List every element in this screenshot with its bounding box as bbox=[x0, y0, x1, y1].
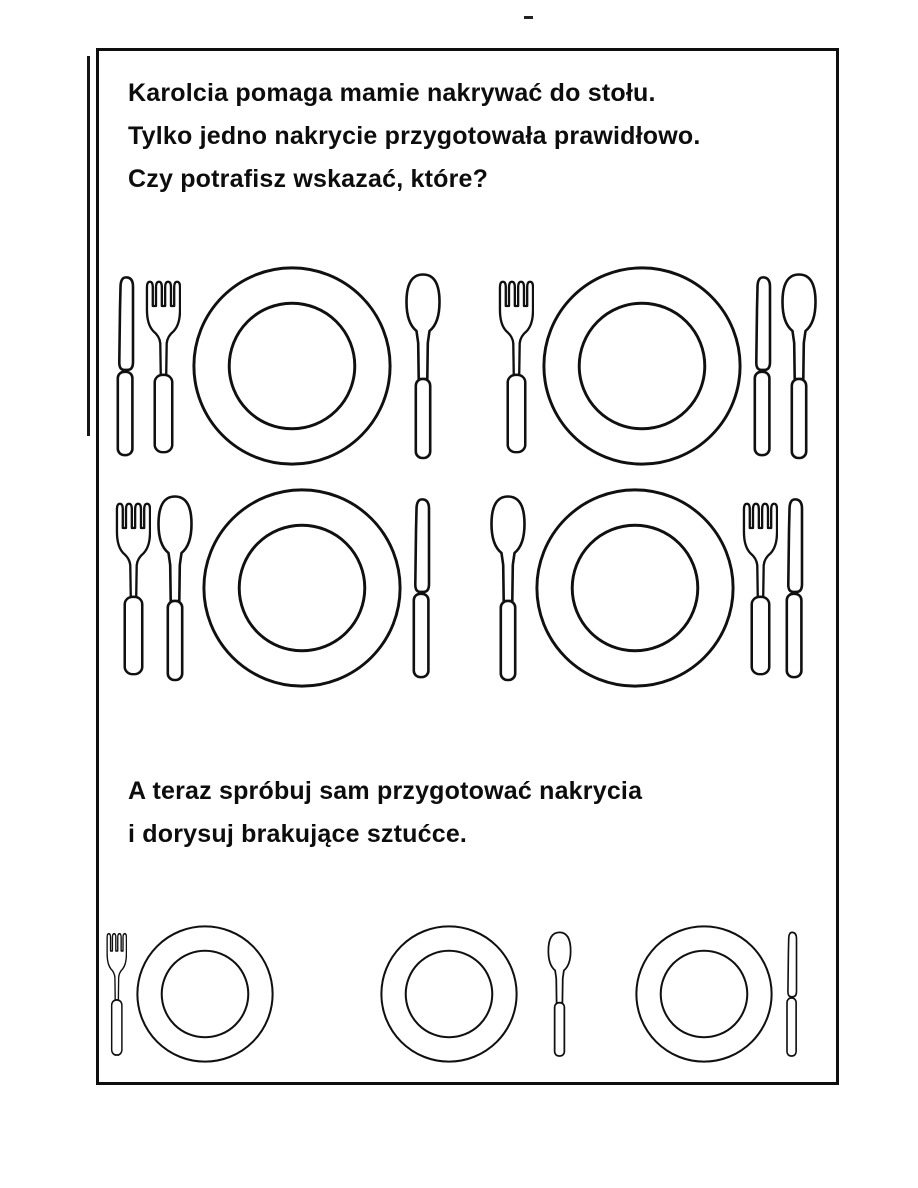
place-setting-5 bbox=[106, 923, 276, 1065]
intro-line-3: Czy potrafisz wskazać, które? bbox=[128, 165, 489, 193]
intro-line-1: Karolcia pomaga mamie nakrywać do stołu. bbox=[128, 79, 656, 107]
task-line-1: A teraz spróbuj sam przygotować nakrycia bbox=[128, 777, 643, 805]
worksheet-page: Karolcia pomaga mamie nakrywać do stołu.… bbox=[96, 48, 839, 1085]
task-line-2: i dorysuj brakujące sztućce. bbox=[128, 820, 468, 848]
place-setting-2 bbox=[498, 263, 819, 469]
plate-icon bbox=[192, 266, 392, 466]
spoon-icon bbox=[490, 495, 526, 682]
place-setting-6 bbox=[378, 923, 573, 1065]
spoon-icon bbox=[157, 495, 193, 682]
place-setting-3 bbox=[115, 485, 433, 691]
plate-icon bbox=[202, 488, 402, 688]
place-setting-1 bbox=[113, 263, 443, 469]
plate-icon bbox=[535, 488, 735, 688]
task-text: A teraz spróbuj sam przygotować nakrycia… bbox=[128, 770, 642, 856]
fork-icon bbox=[115, 501, 151, 675]
plate-icon bbox=[380, 925, 518, 1063]
spoon-icon bbox=[547, 931, 572, 1057]
spoon-icon bbox=[781, 273, 817, 460]
plate-icon bbox=[635, 925, 773, 1063]
knife-icon bbox=[785, 498, 804, 679]
knife-icon bbox=[753, 276, 772, 457]
fork-icon bbox=[742, 501, 778, 675]
plate-icon bbox=[542, 266, 742, 466]
fork-icon bbox=[106, 932, 127, 1056]
scan-dot-artifact bbox=[524, 16, 533, 19]
fork-icon bbox=[145, 279, 181, 453]
place-setting-4 bbox=[488, 485, 806, 691]
spoon-icon bbox=[405, 273, 441, 460]
scan-edge-artifact bbox=[87, 56, 90, 436]
intro-line-2: Tylko jedno nakrycie przygotowała prawid… bbox=[128, 122, 701, 150]
knife-icon bbox=[116, 276, 135, 457]
plate-icon bbox=[136, 925, 274, 1063]
intro-text: Karolcia pomaga mamie nakrywać do stołu.… bbox=[128, 72, 701, 201]
knife-icon bbox=[412, 498, 431, 679]
place-setting-7 bbox=[633, 923, 799, 1065]
fork-icon bbox=[498, 279, 534, 453]
knife-icon bbox=[786, 931, 798, 1057]
